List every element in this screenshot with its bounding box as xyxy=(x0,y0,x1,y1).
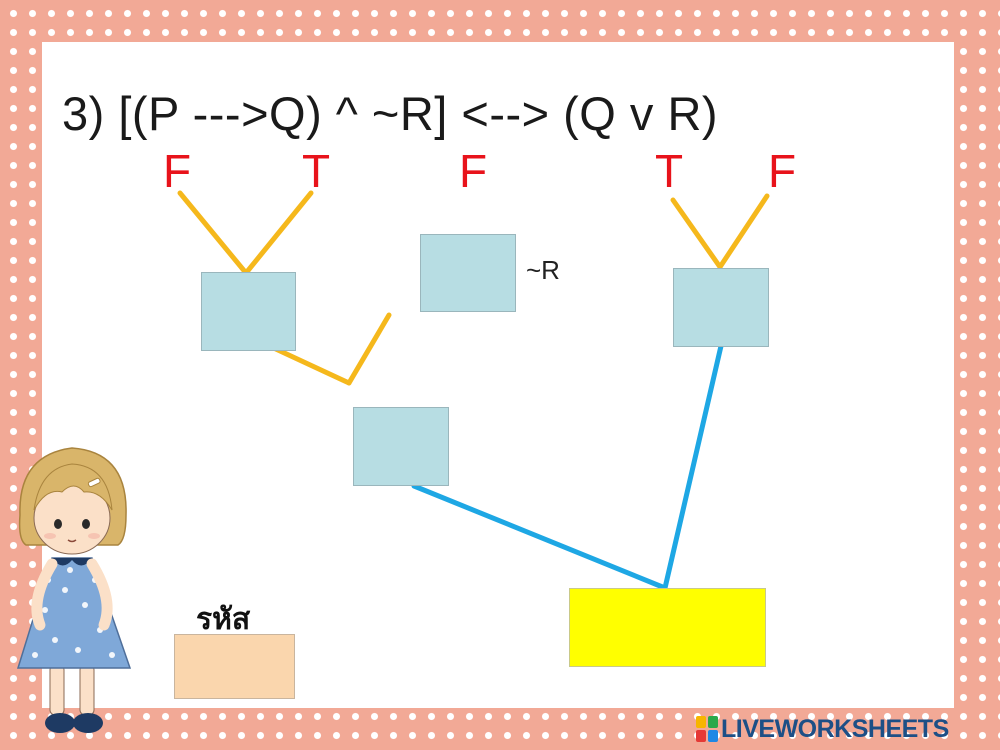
not-r-label: ~R xyxy=(526,255,560,285)
value-r-left: F xyxy=(459,145,488,197)
answer-box-or[interactable] xyxy=(673,268,769,347)
brand-name: LIVEWORKSHEETS xyxy=(721,714,949,743)
connector-or-to-result xyxy=(662,343,724,591)
connector-q-to-or xyxy=(670,197,723,270)
connector-and-to-result xyxy=(411,483,668,591)
answer-box-and[interactable] xyxy=(353,407,449,486)
liveworksheets-logo-icon xyxy=(696,716,718,742)
connector-r-to-or xyxy=(717,193,770,270)
value-p: F xyxy=(163,145,192,197)
code-input-box[interactable] xyxy=(174,634,295,699)
value-q-right: T xyxy=(655,145,684,197)
answer-box-implication[interactable] xyxy=(201,272,296,351)
blue-connectors xyxy=(411,343,724,591)
brand-logo: LIVEWORKSHEETS xyxy=(696,712,949,746)
answer-box-not-r[interactable] xyxy=(420,234,516,312)
code-label: รหัส xyxy=(196,602,251,637)
worksheet-board xyxy=(42,42,954,708)
value-q-left: T xyxy=(302,145,331,197)
girl-illustration xyxy=(16,447,132,733)
answer-box-result[interactable] xyxy=(569,588,766,667)
connector-p-to-implication xyxy=(177,190,249,276)
problem-statement: 3) [(P --->Q) ^ ~R] <--> (Q v R) xyxy=(62,87,719,140)
value-r-right: F xyxy=(768,145,797,197)
connector-not-r-to-and xyxy=(346,312,392,386)
connector-q-to-implication xyxy=(243,190,314,276)
